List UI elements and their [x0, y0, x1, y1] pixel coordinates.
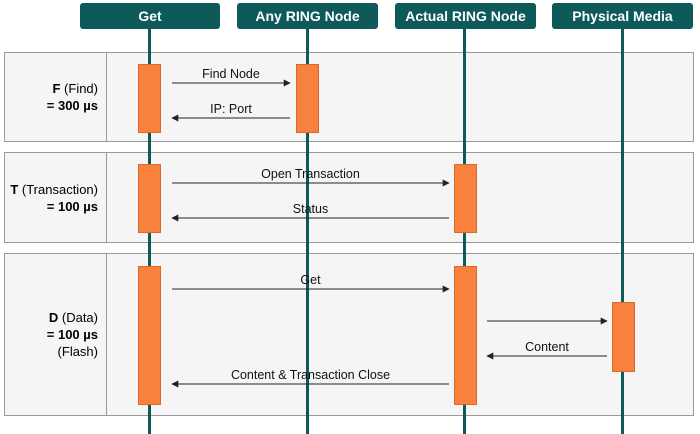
- phase-data-name: (Data): [61, 310, 98, 325]
- message-label-status: Status: [292, 202, 329, 216]
- phase-data-duration: = 100 µs: [46, 327, 98, 342]
- activation-actual-ring-node-transaction: [454, 164, 477, 233]
- activation-physical-media-data: [612, 302, 635, 372]
- actor-physical-media: Physical Media: [552, 3, 693, 29]
- phase-transaction-letter: T: [10, 181, 19, 197]
- phase-transaction-box: [4, 152, 694, 243]
- message-label-content-transaction-close: Content & Transaction Close: [230, 368, 391, 382]
- message-label-ip-port: IP: Port: [210, 102, 252, 116]
- activation-actual-ring-node-data: [454, 266, 477, 405]
- activation-get-data: [138, 266, 161, 405]
- message-label-get: Get: [300, 273, 321, 287]
- message-label-open-transaction: Open Transaction: [261, 167, 360, 181]
- lifeline-physical-media: [621, 29, 624, 434]
- phase-data-extra: (Flash): [57, 344, 98, 359]
- activation-any-ring-node-find: [296, 64, 319, 133]
- phase-find-box: [4, 52, 694, 142]
- actor-any-ring-node: Any RING Node: [237, 3, 378, 29]
- message-label-content: Content: [525, 340, 569, 354]
- phase-data-box: [4, 253, 694, 416]
- activation-get-find: [138, 64, 161, 133]
- phase-find-duration: = 300 µs: [46, 98, 98, 113]
- phase-find-label: F (Find) = 300 µs: [4, 52, 107, 142]
- phase-transaction-duration: = 100 µs: [46, 198, 98, 214]
- phase-transaction-name: (Transaction): [21, 181, 98, 197]
- actor-actual-ring-node: Actual RING Node: [395, 3, 536, 29]
- message-label-find-node: Find Node: [202, 67, 260, 81]
- lifeline-any-ring-node: [306, 29, 309, 434]
- phase-data-letter: D: [48, 310, 59, 325]
- phase-transaction-label: T (Transaction) = 100 µs: [4, 152, 107, 243]
- actor-get: Get: [80, 3, 220, 29]
- phase-data-label: D (Data) = 100 µs (Flash): [4, 253, 107, 416]
- phase-find-letter: F: [52, 81, 61, 96]
- activation-get-transaction: [138, 164, 161, 233]
- phase-find-name: (Find): [64, 81, 98, 96]
